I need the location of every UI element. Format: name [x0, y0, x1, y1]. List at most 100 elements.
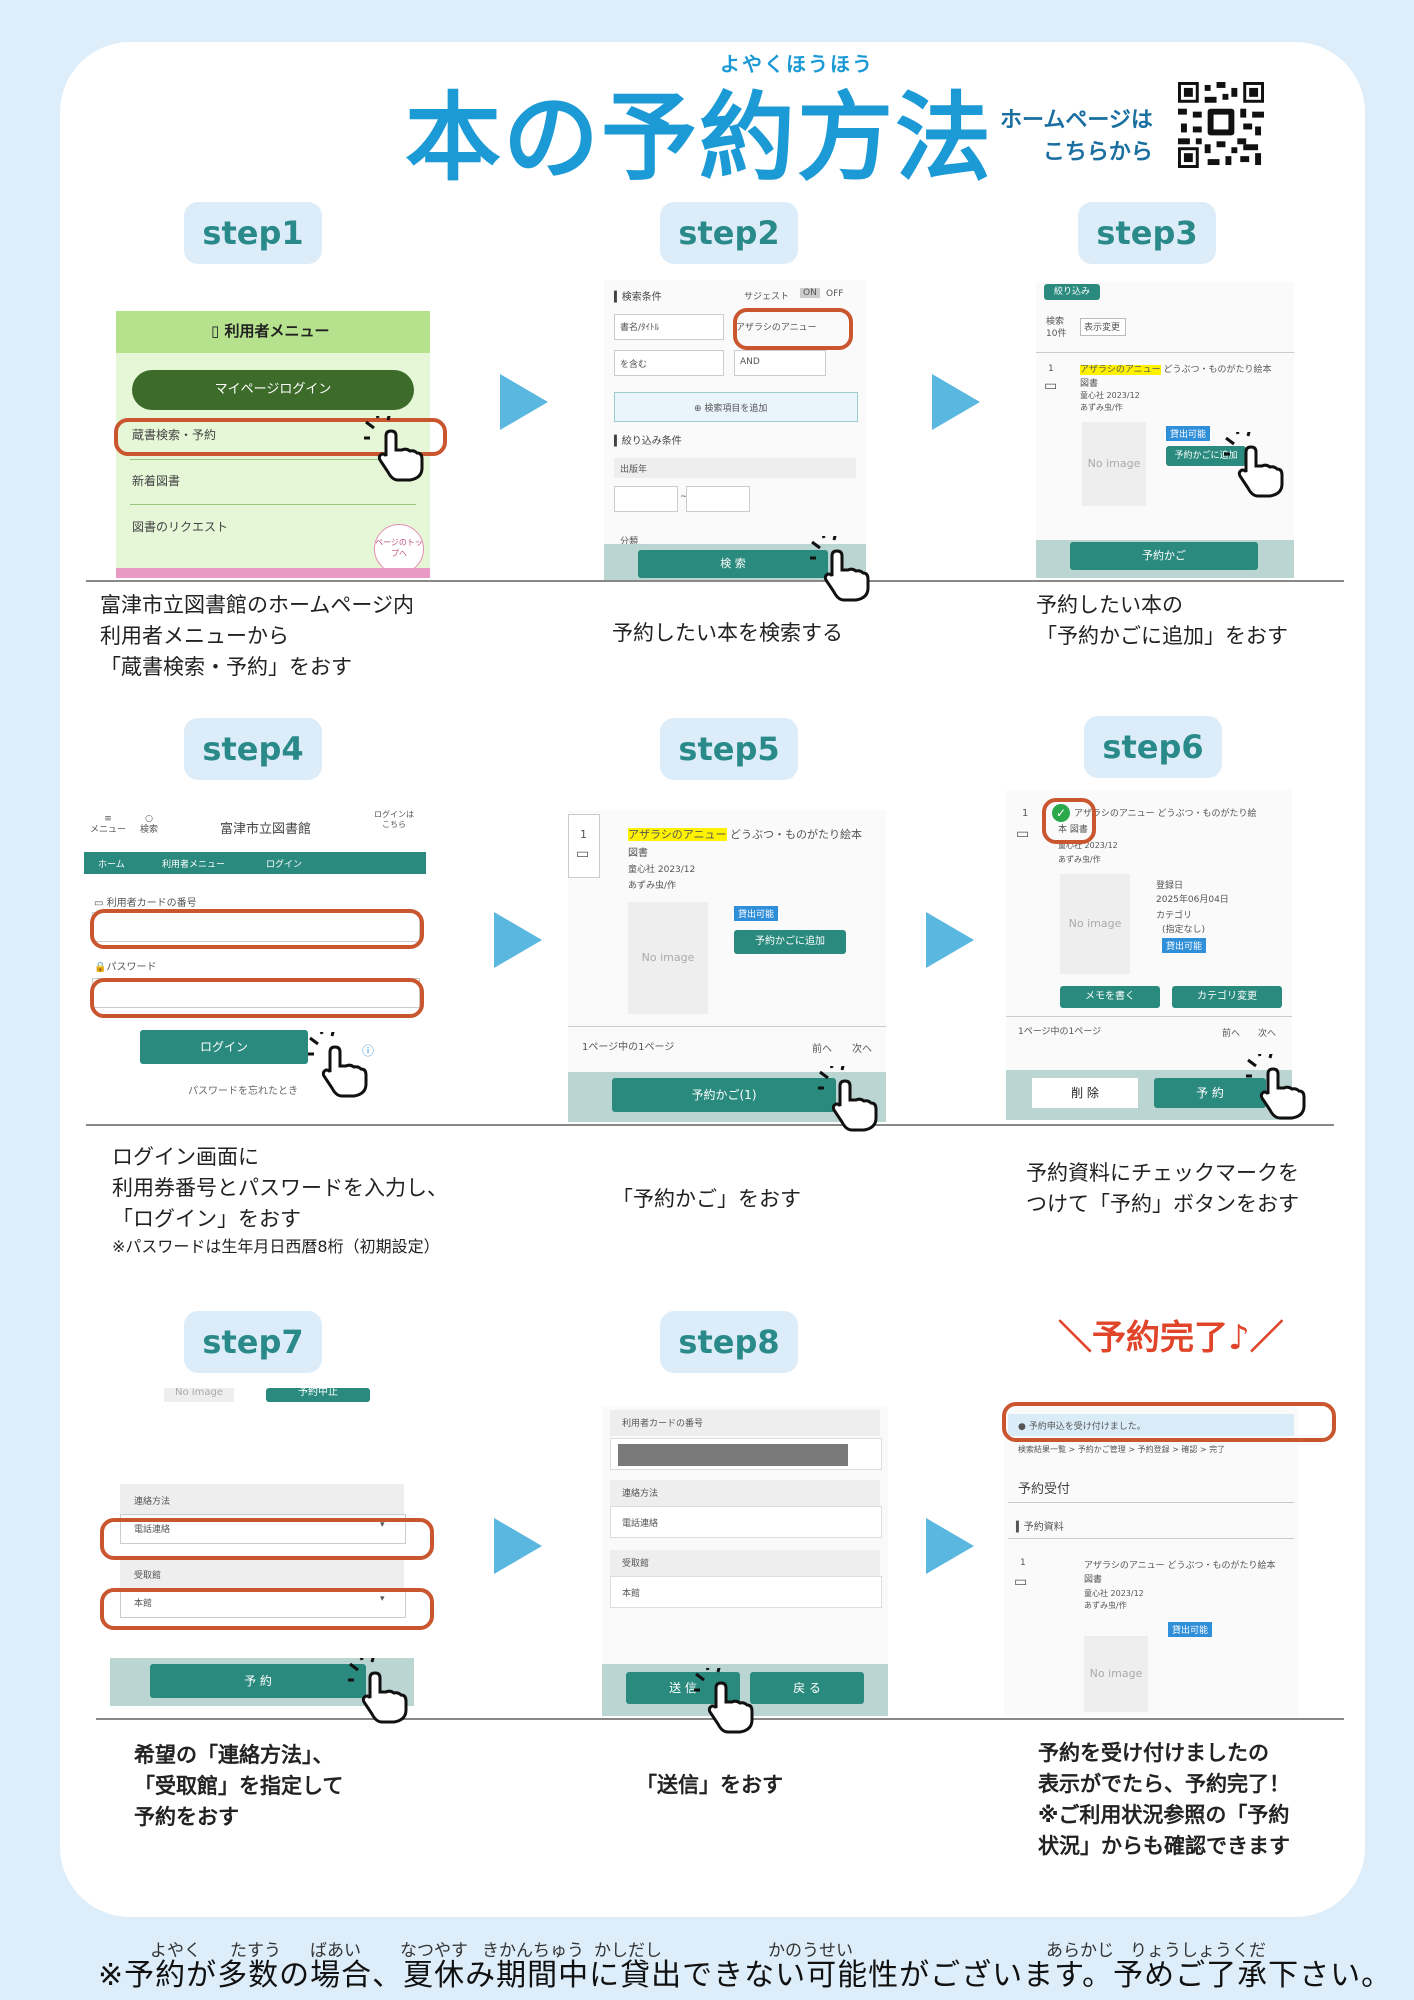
- narrow-button[interactable]: 絞り込み: [1044, 284, 1100, 300]
- footer-ruby: なつやす: [400, 1941, 468, 1961]
- footer-ruby: よやく: [150, 1941, 201, 1961]
- step6-description: 予約資料にチェックマークをつけて「予約」ボタンをおす: [1026, 1161, 1299, 1216]
- step-label-7: step7: [184, 1311, 322, 1373]
- catalog-search-link[interactable]: 蔵書検索・予約: [132, 428, 217, 442]
- row1-separator: [86, 580, 1344, 582]
- page-top-link[interactable]: ページのトップへ: [374, 524, 424, 574]
- arrow-right-icon: [494, 912, 542, 968]
- step7-description: 希望の「連絡方法」、「受取館」を指定して予約をおす: [134, 1743, 344, 1829]
- library-name: 富津市立図書館: [220, 822, 312, 837]
- reception-heading: 予約受付: [1018, 1482, 1071, 1497]
- highlight-box: [1042, 798, 1096, 844]
- delete-button[interactable]: 削 除: [1032, 1078, 1138, 1108]
- pointer-hand-icon: [308, 1032, 368, 1098]
- next-link[interactable]: 次へ: [1258, 1029, 1277, 1039]
- footer-ruby: かしだし: [594, 1941, 662, 1961]
- forgot-password-link[interactable]: パスワードを忘れたとき: [188, 1086, 298, 1097]
- back-button[interactable]: 戻 る: [750, 1672, 864, 1704]
- menu-icon[interactable]: ≡メニュー: [90, 814, 127, 835]
- login-button[interactable]: ログイン: [140, 1030, 308, 1064]
- book-icon: ▭: [1016, 826, 1030, 842]
- step-label-5: step5: [660, 718, 798, 780]
- chevron-down-icon: ▾: [380, 1594, 385, 1604]
- new-books-link[interactable]: 新着図書: [132, 474, 181, 488]
- step-label-2: step2: [660, 202, 798, 264]
- no-image-placeholder: No image: [628, 902, 708, 1014]
- arrow-right-icon: [932, 374, 980, 430]
- breadcrumb: 検索結果一覧 > 予約かご管理 > 予約登録 > 確認 > 完了: [1018, 1445, 1226, 1454]
- pointer-hand-icon: [364, 416, 424, 482]
- highlight-box: [114, 418, 447, 456]
- arrow-right-icon: [926, 1518, 974, 1574]
- step4-description: ログイン画面に利用券番号とパスワードを入力し、「ログイン」をおす ※パスワードは…: [112, 1145, 448, 1256]
- success-message: ● 予約申込を受け付けました。: [1018, 1422, 1146, 1432]
- arrow-right-icon: [494, 1518, 542, 1574]
- cart-button[interactable]: 予約かご: [1070, 542, 1258, 570]
- reserve-button[interactable]: 予 約: [150, 1664, 366, 1698]
- step7-screenshot: No image 予約中止 連絡方法 電話連絡 ▾ 受取館 本館 ▾ 予 約: [110, 1388, 414, 1706]
- step5-description: 「予約かご」をおす: [612, 1187, 801, 1211]
- write-memo-button[interactable]: メモを書く: [1060, 986, 1160, 1008]
- step-label-4: step4: [184, 718, 322, 780]
- reserve-button[interactable]: 予 約: [1154, 1078, 1266, 1108]
- no-image-placeholder: No image: [1082, 422, 1146, 506]
- book-request-link[interactable]: 図書のリクエスト: [132, 520, 229, 534]
- homepage-note: ホームページは こちらから: [1000, 105, 1153, 169]
- highlight-box: [90, 909, 424, 949]
- page-title: 本の予約方法: [405, 82, 993, 194]
- add-search-item-button[interactable]: ⊕ 検索項目を追加: [694, 404, 768, 414]
- cancel-reservation-button[interactable]: 予約中止: [266, 1388, 370, 1402]
- highlight-box: [90, 978, 424, 1018]
- book-icon: ▭: [576, 846, 590, 862]
- info-icon: ⓘ: [362, 1044, 375, 1058]
- card-number-label: ▭ 利用者カードの番号: [94, 898, 197, 909]
- book-icon: ▭: [1044, 378, 1058, 394]
- pointer-hand-icon: [348, 1658, 408, 1724]
- next-link[interactable]: 次へ: [852, 1044, 872, 1055]
- step8-screenshot: 利用者カードの番号 連絡方法 電話連絡 受取館 本館 送 信 戻 る: [602, 1406, 888, 1716]
- footer-ruby: かのうせい: [768, 1941, 853, 1961]
- check-icon[interactable]: ✓: [1052, 804, 1070, 822]
- mypage-login-button[interactable]: マイページログイン: [132, 370, 414, 410]
- change-category-button[interactable]: カテゴリ変更: [1172, 986, 1282, 1008]
- no-image-placeholder: No image: [1060, 874, 1130, 974]
- step4-screenshot: ≡メニュー ○検索 富津市立図書館 ログインは こちら ホーム 利用者メニュー …: [84, 806, 426, 1124]
- row2-separator: [86, 1124, 1334, 1126]
- homepage-line2: こちらから: [1042, 140, 1153, 165]
- highlight-box: [733, 308, 853, 350]
- keyword-field[interactable]: アザラシのアニュー: [736, 323, 817, 333]
- footer-ruby: たすう: [230, 1941, 281, 1961]
- highlight-box: [100, 1518, 434, 1560]
- login-here-link[interactable]: ログインは こちら: [374, 810, 414, 829]
- footer-ruby: ばあい: [310, 1941, 361, 1961]
- completion-description: 予約を受け付けましたの表示がでたら、予約完了！※ご利用状況参照の「予約状況」から…: [1038, 1741, 1290, 1858]
- arrow-right-icon: [500, 374, 548, 430]
- step-label-6: step6: [1084, 716, 1222, 778]
- highlight-box: [100, 1588, 434, 1630]
- pointer-hand-icon: [694, 1668, 754, 1734]
- search-icon[interactable]: ○検索: [140, 814, 159, 835]
- arrow-right-icon: [926, 912, 974, 968]
- pointer-hand-icon: [810, 536, 870, 602]
- step6-screenshot: 1 ▭ ✓ アザラシのアニュー どうぶつ・ものがたり絵 本 図書 童心社 202…: [1006, 790, 1292, 1120]
- step1-screenshot: ▯ 利用者メニュー マイページログイン 蔵書検索・予約 新着図書 図書のリクエス…: [116, 284, 430, 578]
- no-image-placeholder: No image: [1084, 1636, 1148, 1712]
- homepage-line1: ホームページは: [1000, 108, 1153, 133]
- prev-link[interactable]: 前へ: [812, 1044, 832, 1055]
- step-label-3: step3: [1078, 202, 1216, 264]
- step-label-8: step8: [660, 1311, 798, 1373]
- add-to-cart-button[interactable]: 予約かごに追加: [734, 930, 846, 954]
- prev-link[interactable]: 前へ: [1222, 1029, 1241, 1039]
- highlight-box: [1002, 1402, 1336, 1442]
- display-change-button[interactable]: 表示変更: [1084, 323, 1121, 333]
- search-button[interactable]: 検 索: [638, 550, 828, 578]
- pointer-hand-icon: [818, 1066, 878, 1132]
- step5-screenshot: 1 ▭ アザラシのアニュー どうぶつ・ものがたり絵本 図書 童心社 2023/1…: [568, 810, 886, 1122]
- step2-description: 予約したい本を検索する: [612, 621, 843, 645]
- cart-button[interactable]: 予約かご(1): [612, 1078, 836, 1112]
- qr-code-icon[interactable]: [1178, 82, 1264, 168]
- step8-description: 「送信」をおす: [636, 1773, 783, 1797]
- footer-ruby: きかんちゅう: [482, 1941, 584, 1961]
- step-label-1: step1: [184, 202, 322, 264]
- add-to-cart-button[interactable]: 予約かごに追加: [1166, 446, 1246, 466]
